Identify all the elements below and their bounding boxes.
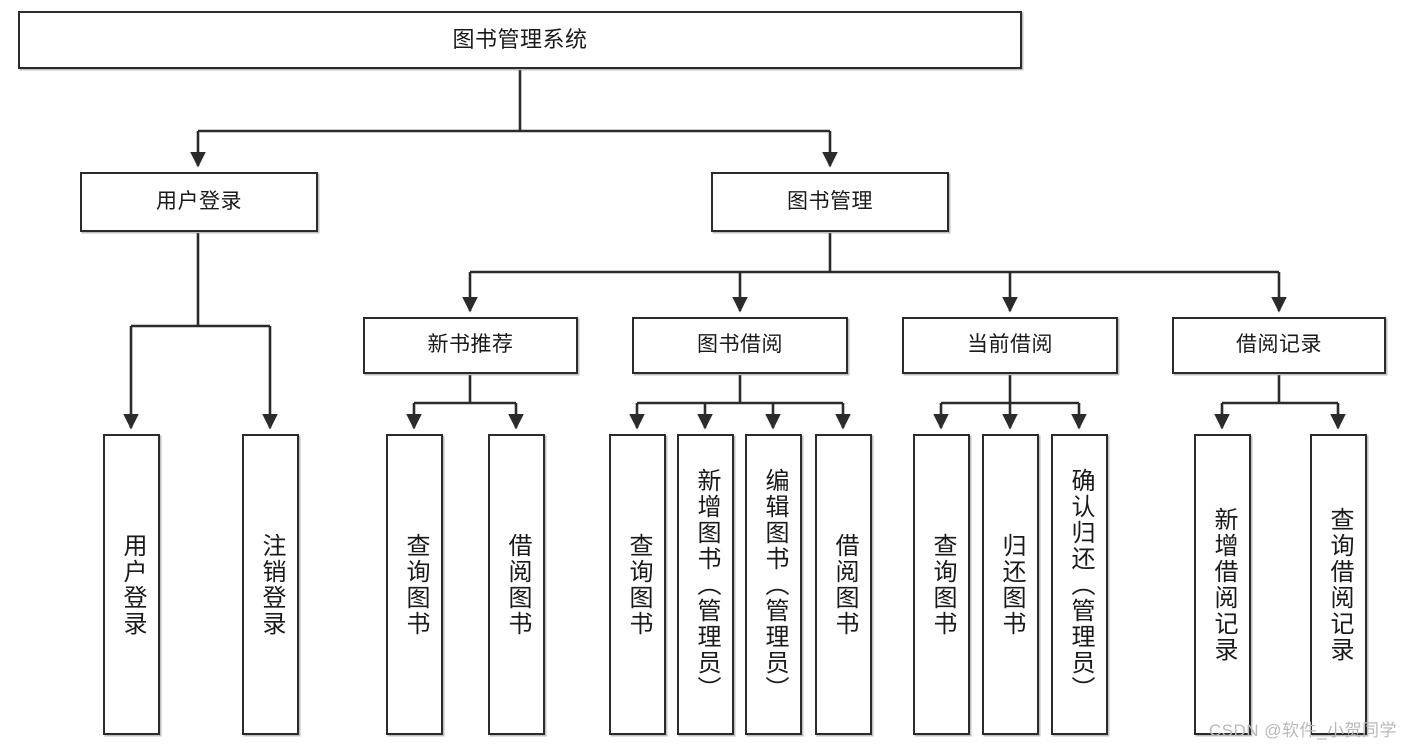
node-label: 用户登录 bbox=[118, 532, 146, 637]
node-leaf-add-borrow-record[interactable]: 新增借阅记录 bbox=[1194, 434, 1251, 735]
node-label: 注销登录 bbox=[257, 532, 285, 637]
node-root-system[interactable]: 图书管理系统 bbox=[18, 11, 1022, 69]
node-leaf-borrow-book-recommend[interactable]: 借阅图书 bbox=[488, 434, 545, 735]
node-new-book-recommend[interactable]: 新书推荐 bbox=[363, 317, 578, 374]
node-book-borrow[interactable]: 图书借阅 bbox=[632, 317, 848, 374]
node-leaf-query-book-current[interactable]: 查询图书 bbox=[913, 434, 970, 735]
node-current-borrow[interactable]: 当前借阅 bbox=[902, 317, 1118, 374]
node-leaf-query-book-borrow[interactable]: 查询图书 bbox=[609, 434, 666, 735]
node-book-manage[interactable]: 图书管理 bbox=[711, 172, 949, 232]
node-leaf-user-logout[interactable]: 注销登录 bbox=[242, 434, 299, 735]
node-label: 新增图书（管理员） bbox=[692, 467, 720, 702]
node-leaf-confirm-return[interactable]: 确认归还（管理员） bbox=[1051, 434, 1108, 735]
node-label: 用户登录 bbox=[156, 189, 242, 213]
node-leaf-query-book-recommend[interactable]: 查询图书 bbox=[386, 434, 443, 735]
node-borrow-record[interactable]: 借阅记录 bbox=[1172, 317, 1386, 374]
node-label: 编辑图书（管理员） bbox=[760, 467, 788, 702]
node-user-login[interactable]: 用户登录 bbox=[80, 172, 318, 232]
node-label: 图书管理 bbox=[787, 189, 873, 213]
node-label: 查询图书 bbox=[401, 532, 429, 637]
node-leaf-borrow-book[interactable]: 借阅图书 bbox=[815, 434, 872, 735]
watermark-text: CSDN @软件_小贺同学 bbox=[1208, 721, 1397, 740]
node-label: 新书推荐 bbox=[427, 333, 514, 357]
node-leaf-add-book[interactable]: 新增图书（管理员） bbox=[677, 434, 734, 735]
node-label: 借阅图书 bbox=[503, 532, 531, 637]
node-leaf-return-book[interactable]: 归还图书 bbox=[982, 434, 1039, 735]
node-label: 图书管理系统 bbox=[452, 27, 588, 53]
node-label: 查询图书 bbox=[624, 532, 652, 637]
node-label: 确认归还（管理员） bbox=[1066, 467, 1094, 702]
node-leaf-edit-book[interactable]: 编辑图书（管理员） bbox=[745, 434, 802, 735]
node-label: 当前借阅 bbox=[967, 333, 1053, 357]
node-leaf-query-borrow-record[interactable]: 查询借阅记录 bbox=[1310, 434, 1367, 735]
node-label: 查询借阅记录 bbox=[1325, 506, 1353, 663]
node-label: 图书借阅 bbox=[697, 333, 783, 357]
node-label: 新增借阅记录 bbox=[1209, 506, 1237, 663]
node-label: 查询图书 bbox=[928, 532, 956, 637]
node-leaf-user-login[interactable]: 用户登录 bbox=[103, 434, 160, 735]
node-label: 借阅图书 bbox=[830, 532, 858, 637]
node-label: 借阅记录 bbox=[1236, 333, 1322, 357]
node-label: 归还图书 bbox=[997, 532, 1025, 637]
